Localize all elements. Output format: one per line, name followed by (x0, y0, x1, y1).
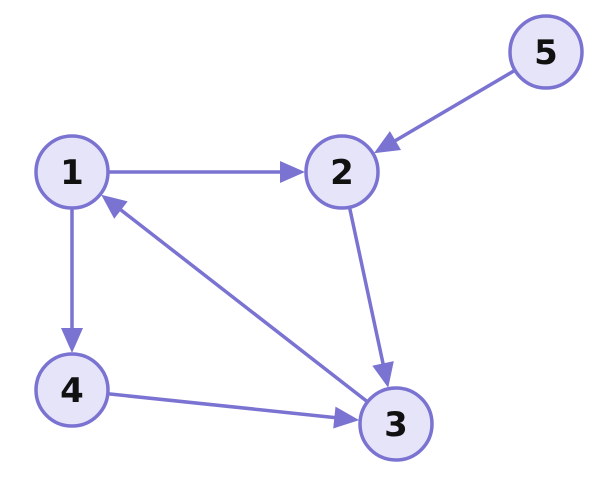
arrowhead-icon (280, 161, 305, 183)
edge-2-to-3 (347, 206, 394, 388)
node-1: 1 (34, 134, 110, 210)
edge-4-to-3 (107, 392, 360, 429)
node-label: 4 (60, 371, 84, 411)
node-label: 2 (330, 153, 354, 193)
edge-line (392, 68, 516, 144)
node-circle (34, 352, 110, 428)
edge-1-to-4 (61, 208, 83, 353)
node-label: 5 (534, 33, 558, 73)
arrowhead-icon (372, 361, 394, 388)
nodes-layer: 1 2 3 4 5 (34, 14, 584, 462)
node-circle (304, 134, 380, 210)
edge-line (107, 392, 337, 420)
node-circle (34, 134, 110, 210)
arrowhead-icon (101, 194, 128, 219)
node-2: 2 (304, 134, 380, 210)
node-circle (358, 386, 434, 462)
edge-5-to-2 (373, 68, 516, 154)
node-label: 3 (384, 405, 408, 445)
node-label: 1 (60, 153, 84, 193)
node-5: 5 (508, 14, 584, 90)
node-4: 4 (34, 352, 110, 428)
node-circle (508, 14, 584, 90)
edge-line (118, 207, 369, 404)
arrowhead-icon (333, 406, 360, 429)
edge-line (347, 206, 386, 366)
edge-1-to-2 (108, 161, 305, 183)
edges-layer (61, 68, 516, 429)
arrowhead-icon (373, 131, 401, 154)
node-3: 3 (358, 386, 434, 462)
arrowhead-icon (61, 328, 83, 353)
edge-3-to-1 (101, 194, 369, 404)
